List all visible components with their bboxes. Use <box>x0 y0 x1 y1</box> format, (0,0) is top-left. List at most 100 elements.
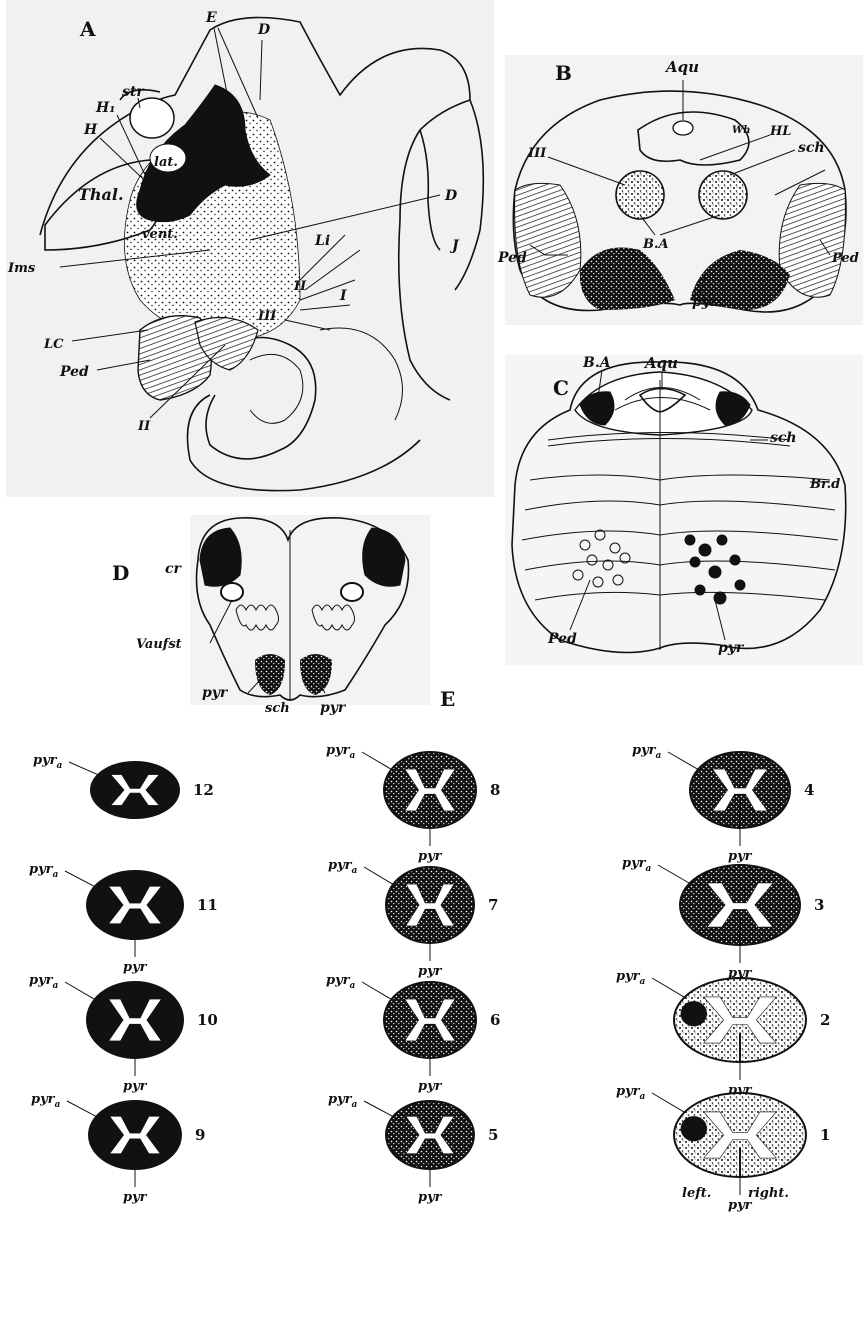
label-pyr-a-main: pyr <box>326 973 351 988</box>
section-number: 5 <box>488 1126 498 1144</box>
label-pyr-a-sub: a <box>57 761 63 771</box>
label-pyr-a-sub: a <box>656 751 662 761</box>
label-pyr-a: pyra <box>632 743 662 761</box>
section-number: 12 <box>193 781 214 799</box>
label-pyr-a-sub: a <box>55 1100 61 1110</box>
label-i: I <box>339 288 347 304</box>
label-lat: lat. <box>154 155 178 170</box>
label-pyr-a-sub: a <box>53 870 59 880</box>
section-number: 10 <box>197 1011 218 1029</box>
leader-line <box>364 1101 393 1116</box>
label-pyr-a-main: pyr <box>616 969 641 984</box>
panel-c-pons-section: C B.A Aqu sch Br.d Ped pyr <box>505 354 863 665</box>
panel-b-midbrain-section: B Aqu III Wh HL sch Ped B.A Ped pyr <box>497 55 863 325</box>
pyr-a-tract <box>681 1001 707 1026</box>
label-pyr: pyr <box>418 964 443 979</box>
label-ii-right: II <box>293 279 307 294</box>
label-vent: vent. <box>142 227 178 242</box>
panel-e-spinal-sections: 12pyra11pyrapyr10pyrapyr9pyrapyr8pyrapyr… <box>29 743 830 1213</box>
label-pyr-a: pyra <box>622 856 652 874</box>
panel-c-letter: C <box>553 376 569 400</box>
panel-b-letter: B <box>555 61 572 85</box>
label-pyr-a-sub: a <box>350 751 356 761</box>
label-pyr-a-sub: a <box>352 866 358 876</box>
label-pyr-a: pyra <box>33 753 63 771</box>
label-str: str <box>122 84 145 100</box>
label-c-brd: Br.d <box>809 477 840 492</box>
leader-line <box>652 1093 684 1112</box>
label-b-ped-right: Ped <box>831 251 859 266</box>
leader-line <box>362 752 391 769</box>
section-number: 4 <box>804 781 814 799</box>
label-pyr-a-main: pyr <box>29 973 54 988</box>
pyr-a-tract <box>681 1116 707 1141</box>
section-number: 8 <box>490 781 500 799</box>
label-pyr-a-main: pyr <box>622 856 647 871</box>
label-pyr-a-main: pyr <box>616 1084 641 1099</box>
label-c-ba: B.A <box>582 355 611 371</box>
label-thal: Thal. <box>78 185 124 204</box>
leader-line <box>364 867 393 884</box>
label-h1: H₁ <box>95 100 115 116</box>
panel-e-letter: E <box>440 687 455 711</box>
label-d-vaufst: Vaufst <box>136 637 182 652</box>
label-pyr-a: pyra <box>326 743 356 761</box>
label-d-cr: cr <box>165 561 183 577</box>
label-b-ba: B.A <box>642 237 669 252</box>
label-b-pyr: pyr <box>692 294 719 310</box>
label-pyr-a: pyra <box>328 1092 358 1110</box>
label-ped: Ped <box>59 364 89 380</box>
section-number: 6 <box>490 1011 500 1029</box>
panel-a-brain-section: A E D str H₁ H lat. Thal. vent. D Li J I… <box>6 0 494 497</box>
label-b-wh: Wh <box>732 125 751 136</box>
label-pyr-a: pyra <box>616 969 646 987</box>
label-pyr-a-sub: a <box>352 1100 358 1110</box>
label-pyr-a-main: pyr <box>632 743 657 758</box>
label-pyr-a-main: pyr <box>328 858 353 873</box>
label-pyr-a-sub: a <box>640 1092 646 1102</box>
label-pyr-a-sub: a <box>350 981 356 991</box>
spinal-section: 3pyrapyr <box>622 856 824 981</box>
label-b-iii: III <box>527 146 547 161</box>
label-pyr: pyr <box>418 1079 443 1094</box>
label-d-mid: D <box>444 188 458 204</box>
spinal-section: 7pyrapyr <box>328 858 498 979</box>
label-b-ped-left: Ped <box>497 250 527 266</box>
leader-line <box>652 978 684 997</box>
label-c-aqu: Aqu <box>643 354 678 372</box>
panel-d-medulla-section: D cr Vaufst pyr sch pyr <box>112 515 430 716</box>
section-number: 2 <box>820 1011 830 1029</box>
label-h: H <box>83 122 98 138</box>
label-iii: III <box>257 309 277 324</box>
label-e: E <box>205 10 217 26</box>
section-number: 9 <box>195 1126 205 1144</box>
label-pyr-a: pyra <box>616 1084 646 1102</box>
section-number: 1 <box>820 1126 830 1144</box>
leader-line <box>668 752 698 769</box>
leader-line <box>658 865 689 883</box>
label-pyr: pyr <box>123 960 148 975</box>
label-pyr-a-main: pyr <box>326 743 351 758</box>
label-b-aqu: Aqu <box>664 58 699 76</box>
label-ii-bottom: II <box>137 419 151 434</box>
leader-line <box>65 982 94 999</box>
leader-line <box>67 1101 96 1116</box>
label-d-pyr-right: pyr <box>320 700 347 716</box>
label-b-hl: HL <box>769 124 791 139</box>
label-pyr-a-sub: a <box>53 981 59 991</box>
label-pyr-a-main: pyr <box>328 1092 353 1107</box>
leader-line <box>362 982 391 999</box>
label-pyr: pyr <box>123 1190 148 1205</box>
label-pyr-a: pyra <box>328 858 358 876</box>
label-c-sch: sch <box>770 430 797 446</box>
label-d-top: D <box>257 22 271 38</box>
